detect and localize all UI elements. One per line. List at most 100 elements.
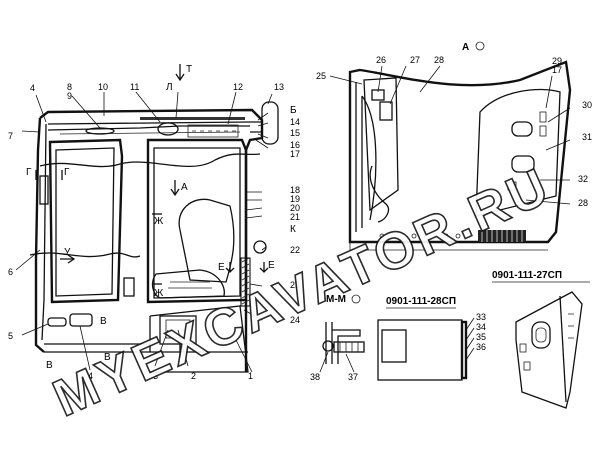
view-letter-Zh-upper: Ж — [154, 216, 164, 227]
left-pillar — [34, 117, 45, 353]
callout-33: 33 — [476, 312, 486, 322]
view-letter-U: У — [64, 247, 71, 258]
part-28SP-label: 0901-111-28СП — [386, 296, 456, 307]
callout-24: 24 — [290, 315, 300, 325]
door-frame — [146, 138, 248, 304]
view-A-dashboard — [475, 88, 561, 217]
seat-back — [178, 198, 235, 283]
callout-36: 36 — [476, 342, 486, 352]
part-28SP-view: 0901-111-28СП 33 34 35 36 — [377, 296, 486, 381]
callout-18: 18 — [290, 185, 300, 195]
callout-27: 27 — [410, 55, 420, 65]
callout-32: 32 — [578, 174, 588, 184]
roof-panel — [187, 124, 239, 138]
seat-cushion — [151, 269, 225, 299]
view-letter-G-left: Г — [26, 167, 32, 178]
callout-20: 20 — [290, 203, 300, 213]
part-27SP-gauge — [531, 321, 551, 349]
callout-26: 26 — [376, 55, 386, 65]
roof-lamp — [85, 127, 115, 135]
view-A: А 25 26 27 28 29 17 30 31 32 — [316, 41, 592, 251]
callout-4-bottom: 4 — [88, 371, 93, 381]
mirror — [261, 101, 279, 145]
callout-28-top: 28 — [434, 55, 444, 65]
view-letter-K: К — [290, 224, 296, 235]
callout-9: 9 — [67, 91, 72, 101]
front-window — [48, 138, 124, 304]
callout-2: 2 — [191, 371, 196, 381]
view-letter-E-right: Е — [268, 260, 275, 271]
section-MM-bracket — [325, 322, 361, 364]
view-A-gauge-lower — [511, 155, 535, 173]
right-handle — [123, 277, 135, 297]
section-MM-bolt — [322, 340, 334, 352]
view-letter-Zh-lower: Ж — [154, 288, 164, 299]
view-letter-V-upper: В — [100, 316, 107, 327]
callout-11: 11 — [130, 82, 139, 92]
view-letter-G-right: Г — [64, 167, 70, 178]
callout-10: 10 — [98, 82, 108, 92]
callout-37: 37 — [348, 372, 358, 382]
view-A-title: А — [462, 42, 469, 53]
step-handle-2 — [69, 313, 93, 327]
part-27SP-label: 0901-111-27СП — [492, 270, 562, 281]
section-MM-title: М-М — [326, 294, 346, 305]
arrow-E-left — [225, 262, 235, 273]
callouts-main: 4 8 9 10 11 12 13 14 15 16 17 18 19 20 2… — [8, 82, 300, 381]
callout-28-bottom: 28 — [578, 198, 588, 208]
arrow-U — [60, 254, 76, 264]
callout-30: 30 — [582, 100, 592, 110]
callout-22: 22 — [290, 245, 300, 255]
callout-1: 1 — [248, 371, 253, 381]
view-A-frame — [348, 60, 572, 244]
arrow-E-right — [259, 262, 269, 273]
callout-8: 8 — [67, 82, 72, 92]
part-28SP-edge — [460, 320, 468, 380]
callout-7: 7 — [8, 131, 13, 141]
arrow-A — [170, 180, 180, 197]
view-letter-T: Т — [186, 64, 192, 75]
callout-17: 17 — [290, 149, 300, 159]
part-28SP-body — [377, 319, 463, 381]
callout-6: 6 — [8, 267, 13, 277]
arrow-T — [175, 64, 185, 82]
roof-handle — [157, 122, 179, 136]
callout-15: 15 — [290, 128, 300, 138]
callout-5: 5 — [8, 331, 13, 341]
step-handle — [47, 317, 67, 327]
callout-14: 14 — [290, 117, 300, 127]
callout-23: 23 — [290, 280, 300, 290]
callout-35: 35 — [476, 332, 486, 342]
cab-front-view — [15, 64, 279, 373]
callout-38: 38 — [310, 372, 320, 382]
callout-25: 25 — [316, 71, 326, 81]
view-A-left-panel — [363, 77, 399, 212]
view-letters-main: Т Л Б К А Г Г Ж Ж У Е Е В В В — [26, 64, 297, 371]
callout-34: 34 — [476, 322, 486, 332]
view-letter-V-left: В — [46, 360, 53, 371]
callout-12: 12 — [233, 82, 243, 92]
callout-19: 19 — [290, 194, 300, 204]
callout-3: 3 — [153, 371, 158, 381]
control-console — [159, 315, 197, 345]
callout-13: 13 — [274, 82, 284, 92]
view-letter-B: Б — [290, 105, 297, 116]
callout-29: 29 — [552, 56, 562, 66]
roof-seal — [140, 117, 245, 120]
side-panel — [240, 257, 251, 307]
door-latch — [253, 240, 267, 254]
callout-17-view-A: 17 — [552, 65, 562, 75]
cab-floor — [44, 316, 248, 353]
view-letter-E-left: Е — [218, 262, 225, 273]
part-27SP-view: 0901-111-27СП — [492, 270, 590, 409]
watermark: MYEXCAVATOR.RU — [45, 157, 560, 429]
view-letter-A-arrow: А — [181, 182, 188, 193]
section-MM: М-М 38 37 — [310, 294, 365, 382]
view-letter-V-right: В — [104, 352, 111, 363]
view-letter-L: Л — [166, 82, 173, 93]
callout-16: 16 — [290, 140, 300, 150]
side-handle — [39, 175, 49, 205]
section-MM-rotation-icon — [351, 294, 361, 304]
callout-21: 21 — [290, 212, 300, 222]
